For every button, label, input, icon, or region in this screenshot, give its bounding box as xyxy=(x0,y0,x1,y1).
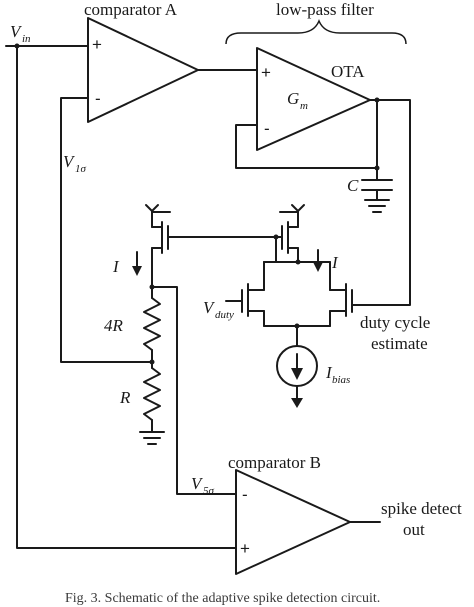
ota-output-junction-dot xyxy=(374,97,380,103)
mirror-diode-wire xyxy=(275,236,331,263)
resistor-4r-label: 4R xyxy=(104,316,124,335)
spike-detect-label-line2: out xyxy=(403,520,425,539)
comparator-a-label: comparator A xyxy=(84,0,178,19)
duty-cycle-label-line1: duty cycle xyxy=(360,313,430,332)
comparator-a-minus-sign: - xyxy=(95,89,101,108)
svg-text:I: I xyxy=(325,363,333,382)
comparator-a-plus-sign: + xyxy=(92,35,102,54)
ground-symbol-capacitor xyxy=(364,199,390,213)
resistor-r-label: R xyxy=(119,388,131,407)
comparator-b-minus-sign: - xyxy=(242,485,248,504)
resistor-r xyxy=(143,367,161,421)
resistor-4r xyxy=(143,297,161,351)
pmos-estimate xyxy=(329,276,359,327)
svg-text:1σ: 1σ xyxy=(75,163,87,175)
mirror-gate-junction-dot xyxy=(273,234,279,240)
vin-junction-dot xyxy=(14,43,20,49)
duty-estimate-wire xyxy=(357,99,411,306)
current-i-left-label: I xyxy=(112,257,120,276)
ground-symbol-resistor xyxy=(139,431,165,445)
ota-symbol xyxy=(256,47,371,151)
ota-plus-sign: + xyxy=(261,63,271,82)
vin-label: V in xyxy=(10,22,31,45)
spike-detect-label-line1: spike detect xyxy=(381,499,462,518)
low-pass-filter-label: low-pass filter xyxy=(276,0,374,19)
v5sigma-label: V 5σ xyxy=(191,474,215,497)
comparator-b-symbol xyxy=(235,469,351,575)
vduty-label: V duty xyxy=(203,298,234,321)
comparator-b-plus-sign: + xyxy=(240,539,250,558)
svg-text:V: V xyxy=(10,22,23,41)
ibias-label: I bias xyxy=(325,363,350,386)
v1sigma-wire xyxy=(60,97,140,363)
ota-minus-sign: - xyxy=(264,119,270,138)
svg-text:V: V xyxy=(203,298,216,317)
ibias-sink-arrow xyxy=(291,398,303,408)
svg-text:in: in xyxy=(22,33,31,45)
svg-text:V: V xyxy=(191,474,204,493)
current-arrow-right xyxy=(313,249,323,272)
svg-text:bias: bias xyxy=(332,374,350,386)
capacitor-c xyxy=(361,179,393,201)
ota-feedback-wire xyxy=(235,124,378,169)
pmos-vduty xyxy=(225,276,265,327)
svg-text:V: V xyxy=(63,152,76,171)
ibias-arrow xyxy=(291,353,303,380)
v5sigma-wire xyxy=(151,286,237,495)
pmos-m1 xyxy=(145,204,171,284)
gm-label: G m xyxy=(287,89,308,112)
figure-caption: Fig. 3. Schematic of the adaptive spike … xyxy=(65,591,380,606)
svg-text:G: G xyxy=(287,89,299,108)
comparator-b-label: comparator B xyxy=(228,453,321,472)
capacitor-c-label: C xyxy=(347,176,359,195)
vin-to-comparator-b-wire xyxy=(16,45,237,549)
v1sigma-label: V 1σ xyxy=(63,152,87,175)
svg-text:5σ: 5σ xyxy=(203,485,215,497)
low-pass-filter-brace xyxy=(225,19,407,45)
svg-text:duty: duty xyxy=(215,309,234,321)
ota-label: OTA xyxy=(331,62,365,81)
duty-cycle-label-line2: estimate xyxy=(371,334,428,353)
current-i-right-label: I xyxy=(331,253,339,272)
pmos-m2 xyxy=(279,204,305,263)
current-arrow-left xyxy=(132,251,142,276)
comparator-a-symbol xyxy=(87,17,199,123)
svg-text:m: m xyxy=(300,100,308,112)
